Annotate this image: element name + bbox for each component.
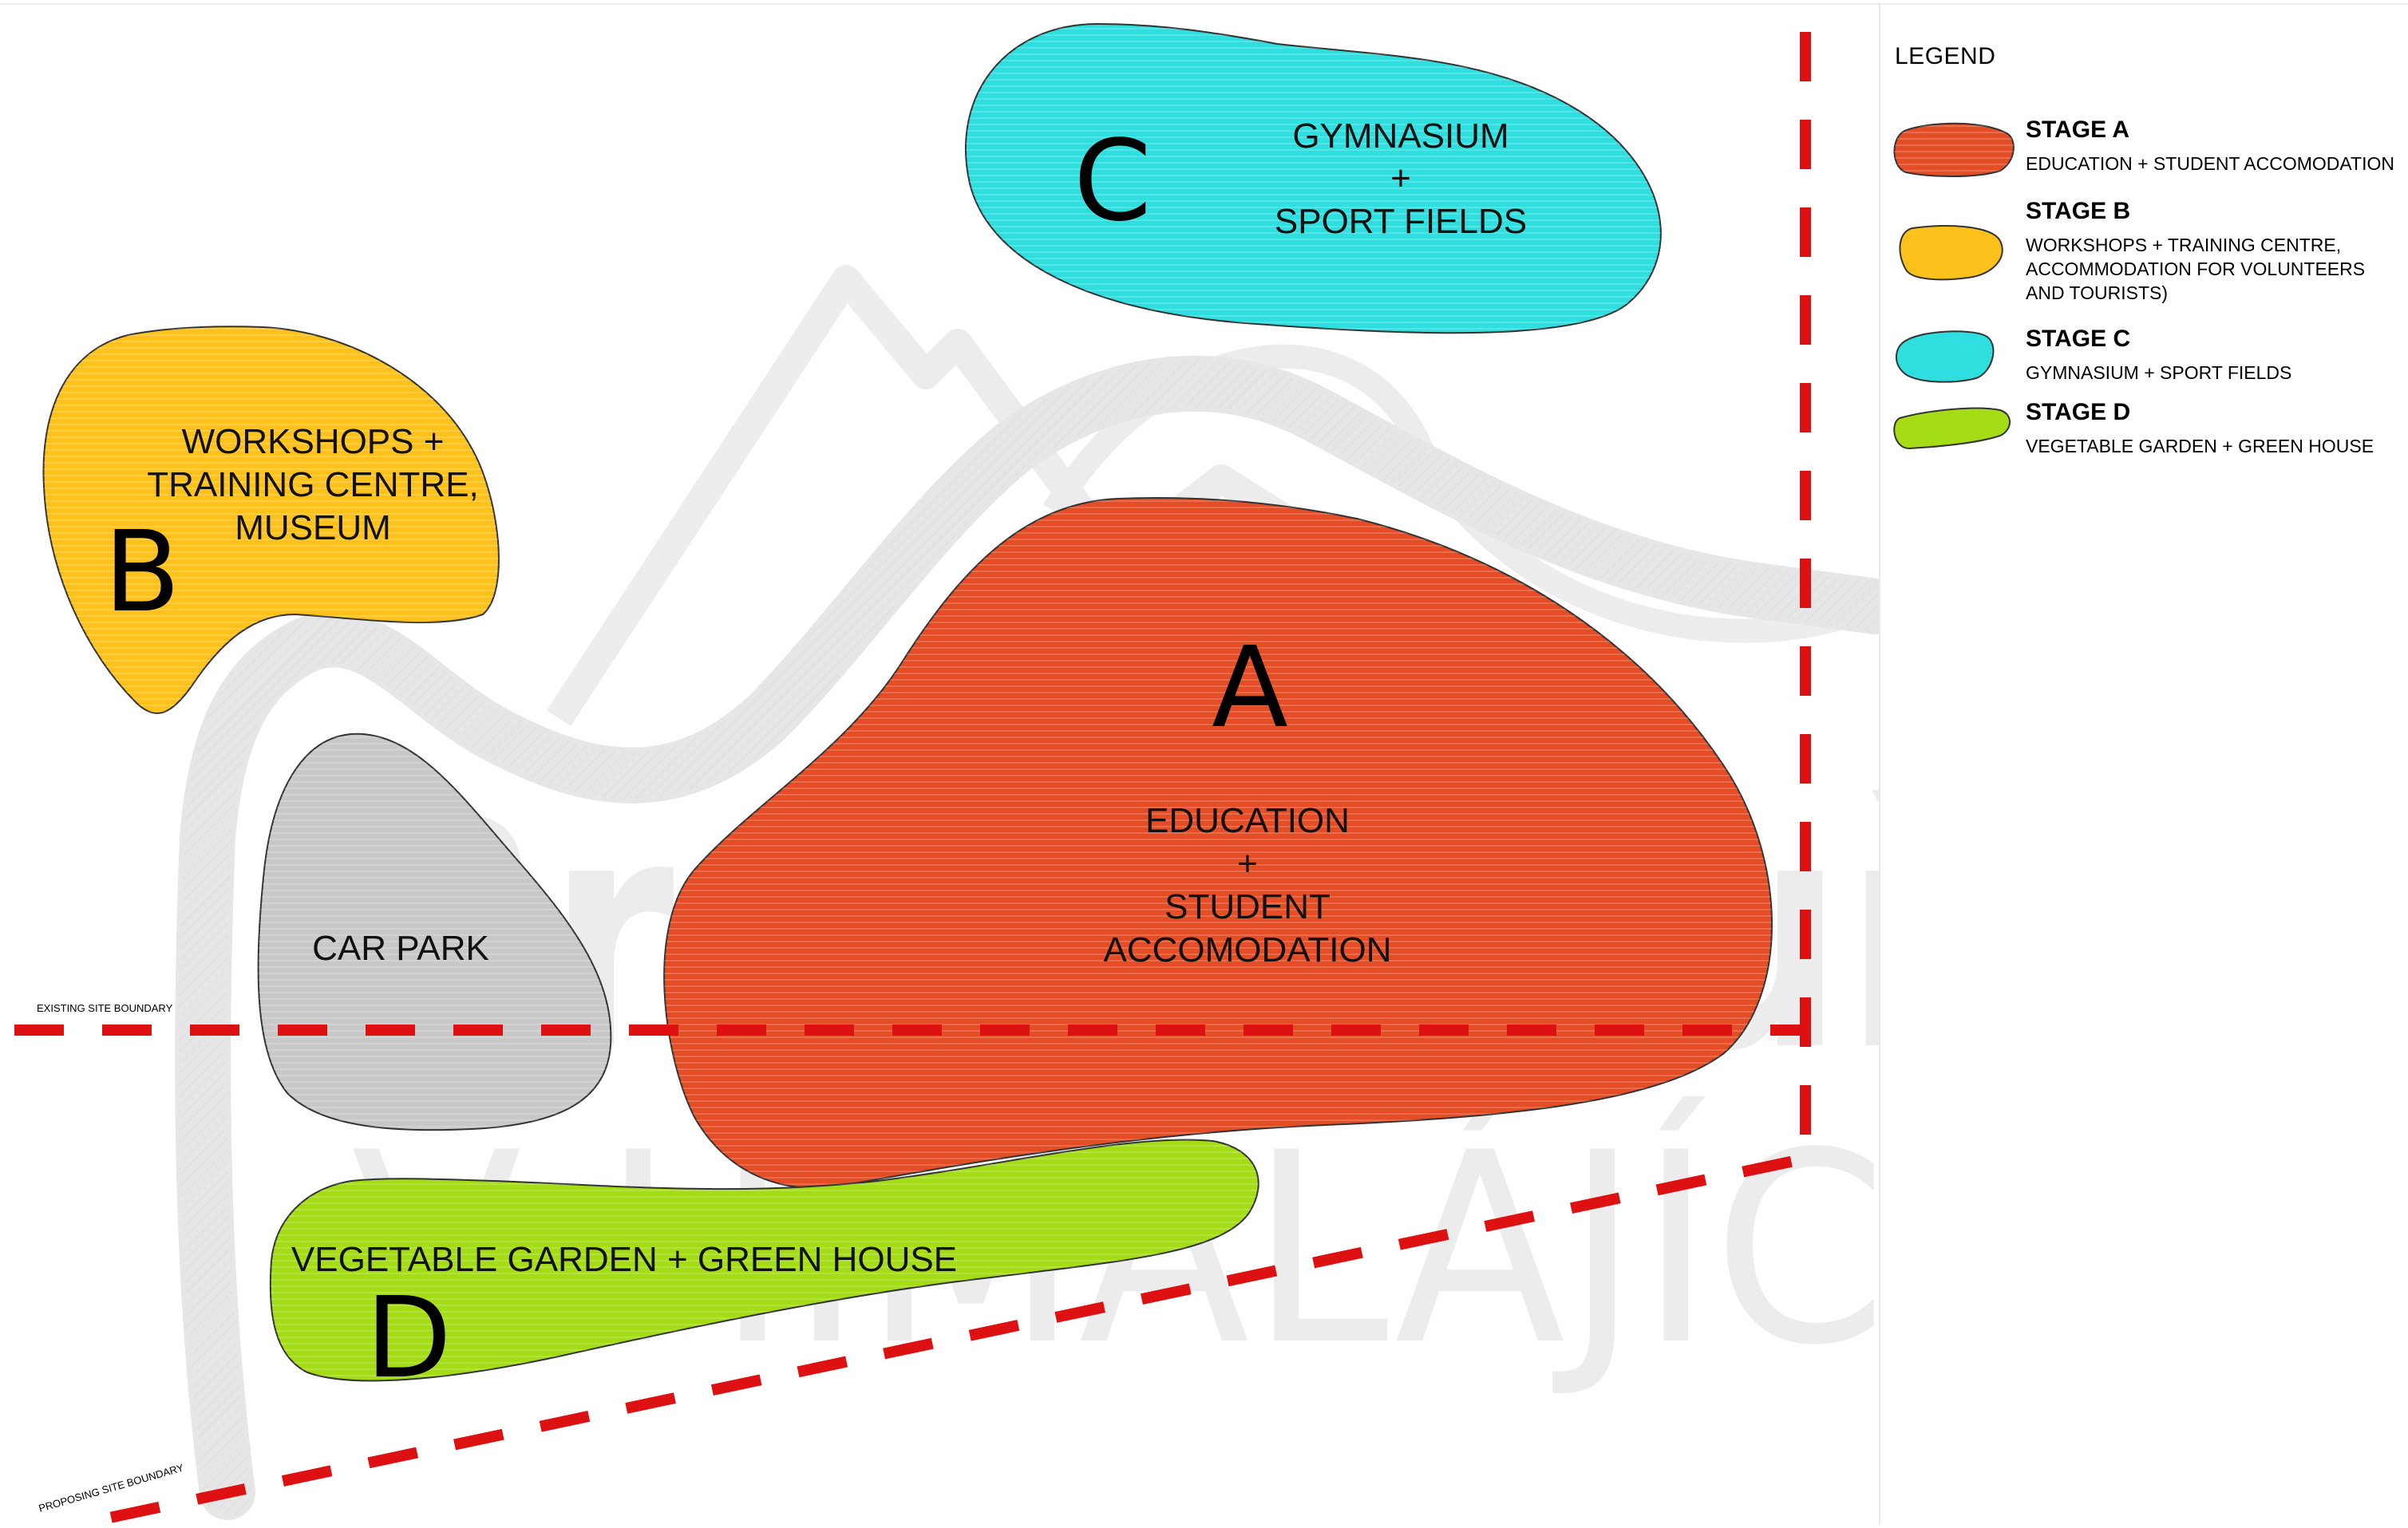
legend-stage-c-name: STAGE C: [2026, 326, 2131, 352]
existing-boundary-label: EXISTING SITE BOUNDARY: [37, 1002, 173, 1014]
proposing-boundary-label: PROPOSING SITE BOUNDARY: [38, 1461, 185, 1514]
legend-stage-b-desc: WORKSHOPS + TRAINING CENTRE, ACCOMMODATI…: [2026, 235, 2366, 303]
zone-a-label-3: STUDENT: [1164, 887, 1331, 926]
zone-d: VEGETABLE GARDEN + GREEN HOUSE D: [269, 1139, 1259, 1404]
zone-b-label-2: TRAINING CENTRE,: [147, 465, 479, 504]
proposing-site-boundary-line: [78, 32, 1811, 1528]
zone-a-label-1: EDUCATION: [1145, 801, 1350, 840]
car-park: CAR PARK: [257, 732, 612, 1131]
zone-c-label-2: +: [1390, 159, 1411, 198]
legend-stage-b-name: STAGE B: [2026, 198, 2131, 224]
zone-a-label-2: +: [1237, 844, 1258, 883]
zone-b-label-1: WORKSHOPS +: [182, 422, 445, 461]
legend-stage-d-name: STAGE D: [2026, 399, 2131, 425]
stage-d-swatch-icon: [1893, 407, 2011, 450]
stage-b-swatch-icon: [1899, 225, 2003, 281]
zone-c-letter: C: [1074, 116, 1152, 247]
zone-b-letter: B: [104, 507, 180, 638]
car-park-label: CAR PARK: [312, 929, 489, 968]
top-rule: [0, 3, 2408, 5]
zone-a-letter: A: [1212, 623, 1288, 753]
legend-stage-a-desc: EDUCATION + STUDENT ACCOMODATION: [2026, 153, 2394, 174]
zone-c-label-3: SPORT FIELDS: [1275, 202, 1527, 241]
zone-d-label: VEGETABLE GARDEN + GREEN HOUSE: [291, 1240, 957, 1279]
legend-panel: LEGEND STAGE A EDUCATION + STUDENT ACCOM…: [1879, 5, 2404, 1525]
zone-b-label-3: MUSEUM: [235, 508, 391, 547]
legend-stage-d-desc: VEGETABLE GARDEN + GREEN HOUSE: [2026, 436, 2374, 456]
zone-a-label-4: ACCOMODATION: [1104, 930, 1392, 969]
legend-stage-c-desc: GYMNASIUM + SPORT FIELDS: [2026, 362, 2292, 383]
stage-a-swatch-icon: [1893, 122, 2015, 177]
stage-c-swatch-icon: [1896, 330, 1995, 383]
legend-stage-a-name: STAGE A: [2026, 116, 2130, 143]
zone-c: C GYMNASIUM + SPORT FIELDS: [965, 22, 1662, 334]
mountain-watermark-icon: [546, 265, 1508, 726]
zone-b: B WORKSHOPS + TRAINING CENTRE, MUSEUM: [42, 326, 500, 714]
legend-title: LEGEND: [1895, 43, 1996, 69]
zone-c-label-1: GYMNASIUM: [1292, 116, 1508, 156]
zone-a: A EDUCATION + STUDENT ACCOMODATION: [663, 497, 1773, 1189]
zone-d-letter: D: [366, 1273, 452, 1404]
